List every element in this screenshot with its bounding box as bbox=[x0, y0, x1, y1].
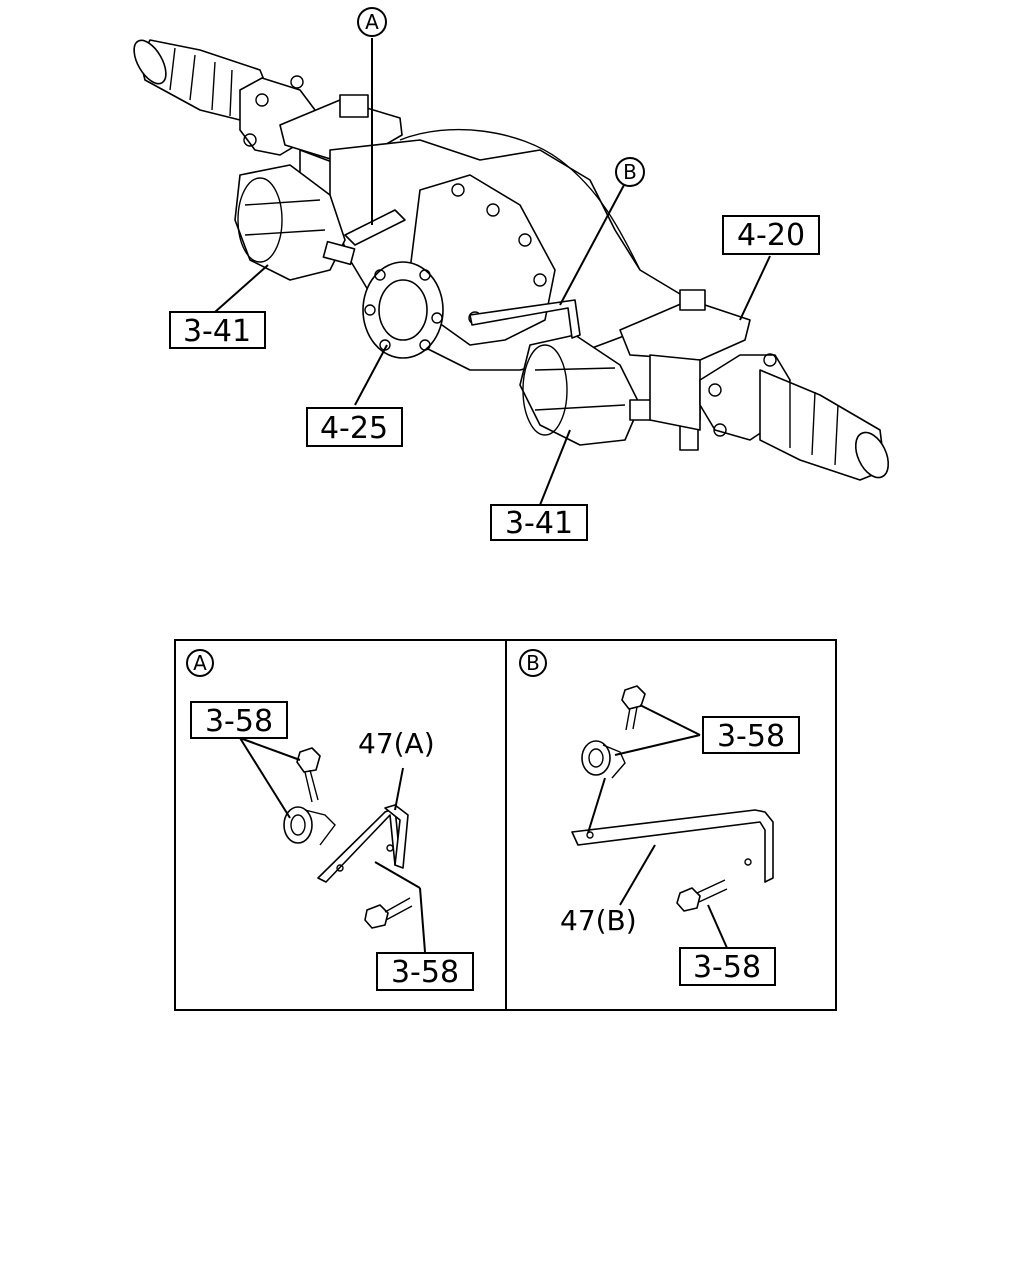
bolt-icon bbox=[676, 879, 728, 912]
detail-b-ref-bottom[interactable]: 3-58 bbox=[679, 947, 776, 986]
detail-a: A 3-58 bbox=[186, 649, 474, 991]
ref-label: 3-58 bbox=[391, 955, 459, 990]
ref-label: 3-41 bbox=[183, 314, 251, 349]
ref-box bbox=[679, 947, 776, 986]
callout-a-circle bbox=[357, 7, 387, 37]
detail-a-ref-bottom[interactable]: 3-58 bbox=[376, 952, 474, 991]
callout-b-letter: B bbox=[623, 160, 637, 184]
ref-box bbox=[306, 407, 403, 447]
ref-box bbox=[190, 701, 288, 739]
ref-differential-cover[interactable]: 4-25 bbox=[306, 407, 403, 447]
callout-b-circle bbox=[615, 157, 645, 187]
detail-b-ref-top[interactable]: 3-58 bbox=[702, 716, 800, 754]
ref-label: 3-58 bbox=[205, 704, 273, 739]
ref-box bbox=[722, 215, 820, 255]
clamp-icon bbox=[283, 806, 336, 846]
bolt-icon bbox=[621, 685, 646, 731]
ref-box bbox=[490, 504, 588, 541]
detail-b-marker-circle bbox=[519, 649, 547, 677]
bracket-47a bbox=[317, 804, 409, 883]
ref-box bbox=[169, 311, 266, 349]
ref-box bbox=[702, 716, 800, 754]
ref-label: 4-20 bbox=[737, 218, 805, 253]
detail-panel bbox=[174, 639, 837, 1011]
detail-b: B 3-58 47( bbox=[519, 649, 800, 986]
ref-right-bracket[interactable]: 4-20 bbox=[722, 215, 820, 255]
clamp-icon bbox=[581, 740, 626, 779]
ref-label: 3-58 bbox=[717, 719, 785, 754]
bolt-icon bbox=[364, 897, 413, 929]
ref-upper-left-hub[interactable]: 3-41 bbox=[169, 311, 266, 349]
ref-label: 4-25 bbox=[320, 411, 388, 446]
callout-a: A bbox=[357, 7, 387, 37]
ref-label: 3-58 bbox=[693, 950, 761, 985]
detail-b-marker: B bbox=[526, 651, 540, 675]
bracket-47b bbox=[571, 809, 774, 883]
bolt-icon bbox=[296, 747, 321, 803]
ref-lower-right-hub[interactable]: 3-41 bbox=[490, 504, 588, 541]
callout-a-letter: A bbox=[365, 10, 379, 34]
detail-a-marker-circle bbox=[186, 649, 214, 677]
rear-axle-assembly bbox=[133, 39, 890, 481]
main-leaders bbox=[214, 38, 771, 506]
callout-b: B bbox=[615, 157, 645, 187]
ref-label: 3-41 bbox=[505, 506, 573, 541]
detail-a-marker: A bbox=[193, 651, 207, 675]
ref-box bbox=[376, 952, 474, 991]
detail-a-ref-top[interactable]: 3-58 bbox=[190, 701, 288, 739]
detail-b-part-label: 47(B) bbox=[560, 904, 637, 937]
detail-a-part-label: 47(A) bbox=[358, 727, 435, 760]
